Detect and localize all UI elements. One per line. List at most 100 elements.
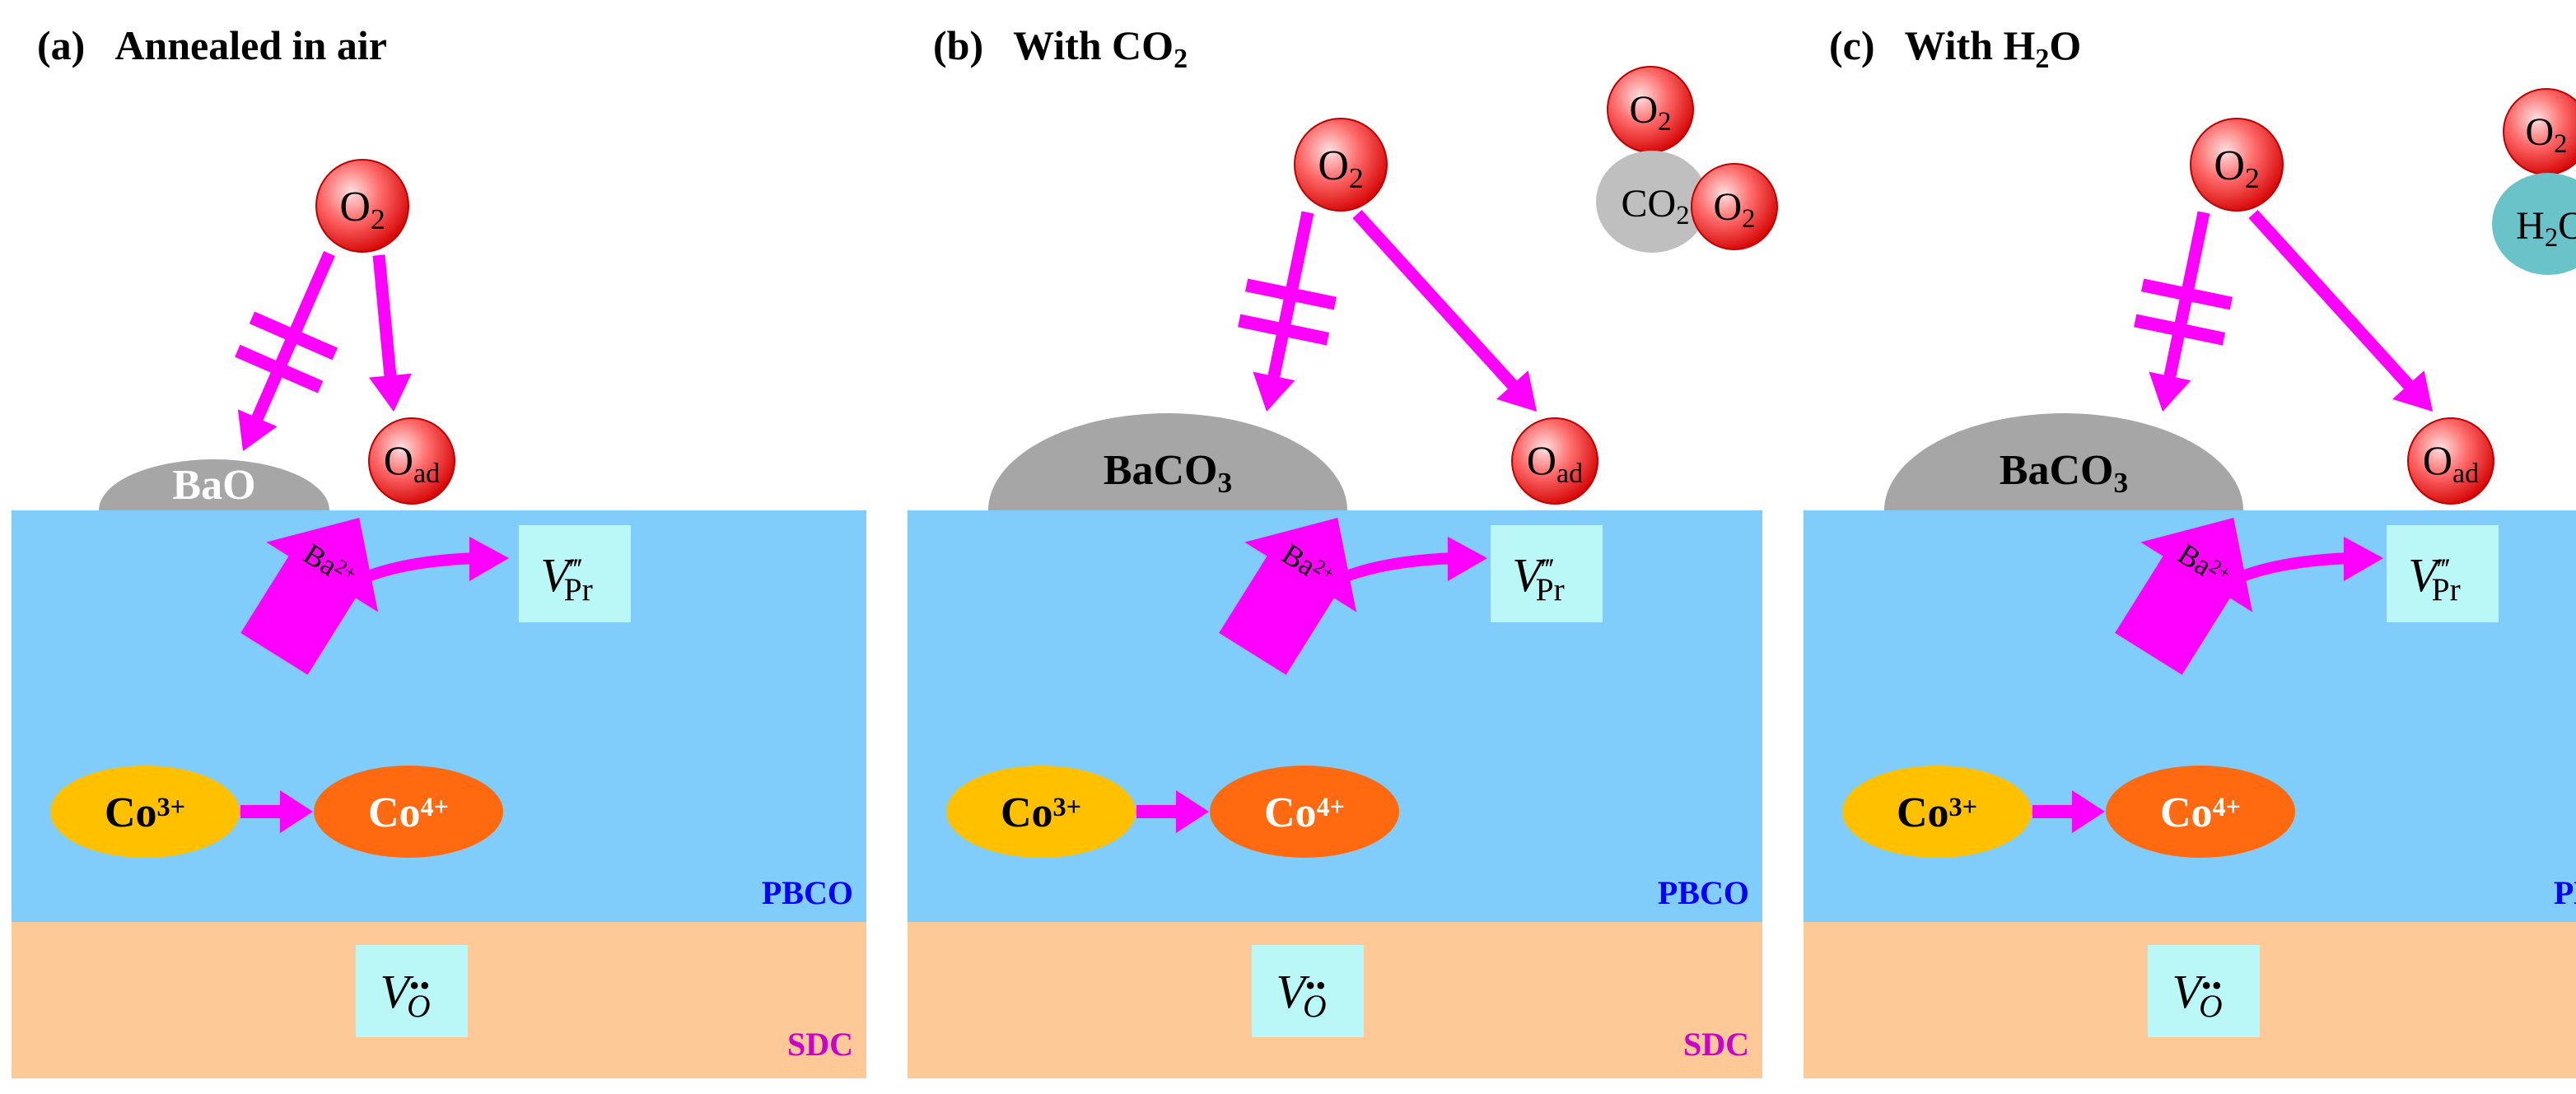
gas-cluster: O2O2H2O (2492, 88, 2576, 275)
vo-main: V (380, 965, 414, 1018)
vo-label: V••O (1276, 965, 1326, 1024)
cluster-o2-top-label: O2 (2526, 110, 2568, 159)
panel-b: (b)With CO2PBCOSDCBaCO3O2OadBa2+V‴PrCo3+… (908, 22, 1778, 1078)
gas-molecule-label: CO2 (1622, 182, 1690, 230)
vo-sub: O (1303, 988, 1326, 1024)
sdc-label: SDC (787, 1026, 853, 1063)
co4-ellipse (2106, 766, 2295, 858)
blocked-arrow (2149, 211, 2210, 412)
panel-title-text: With H (1905, 22, 2036, 68)
vpr-sup: ‴ (1542, 552, 1554, 585)
block-mark-1 (249, 311, 338, 361)
co4-label: Co4+ (368, 789, 449, 836)
vpr-main: V (2408, 548, 2443, 602)
ba-arrow (2115, 517, 2253, 675)
ba-arrow (240, 517, 379, 675)
co4-label: Co4+ (1264, 789, 1345, 836)
pbco-label: PBCO (1658, 874, 1749, 911)
vacancy-arrow-head (2344, 537, 2383, 581)
co-oxidation-arrow (1136, 790, 1209, 833)
vpr-box (2387, 525, 2499, 622)
co4-ellipse (1210, 766, 1399, 858)
o2-molecule (315, 159, 409, 253)
surface-deposit (1884, 413, 2243, 510)
block-mark-2 (1238, 314, 1330, 346)
vo-main: V (1276, 965, 1310, 1018)
vo-sup: •• (409, 969, 430, 1002)
vpr-box (519, 525, 631, 622)
cluster-o2-right-label: O2 (1714, 185, 1756, 234)
co3-ellipse (1842, 766, 2032, 858)
panel-c: (c)With H2OPBCOSDCBaCO3O2OadBa2+V‴PrCo3+… (1804, 22, 2576, 1078)
o2-molecule (2190, 118, 2284, 212)
panel-title-sub: 2 (1174, 44, 1188, 74)
o2-label: O2 (1318, 142, 1363, 194)
vpr-main: V (540, 548, 575, 602)
vo-box (2148, 945, 2260, 1037)
o2-molecule (1294, 118, 1388, 212)
vpr-sup: ‴ (570, 552, 582, 585)
pbco-label: PBCO (762, 874, 853, 911)
ba-segregation: Ba2+ (2115, 517, 2253, 675)
surface-deposit (99, 459, 329, 510)
panel-letter: (b) (933, 22, 983, 68)
block-mark-1 (1244, 278, 1337, 310)
vacancy-arrow-head (1448, 537, 1487, 581)
co3-ellipse (946, 766, 1136, 858)
deposit-sub: 3 (2114, 466, 2129, 499)
panel-letter: (c) (1829, 22, 1875, 68)
deposit-main: BaCO (1104, 447, 1218, 494)
vacancy-arrow-shaft (1295, 552, 1455, 613)
vacancy-arrow-shaft (2191, 552, 2351, 613)
vo-label: V••O (380, 965, 430, 1024)
block-mark-1 (2140, 278, 2233, 310)
o2-label: O2 (339, 184, 385, 235)
block-mark-2 (2134, 314, 2226, 346)
adsorb-arrow (1352, 209, 1537, 412)
deposit-label: BaCO3 (2000, 447, 2128, 499)
co-oxidation-arrow (240, 790, 313, 833)
co3-ellipse (50, 766, 240, 858)
surface-deposit (988, 413, 1347, 510)
oad-label: Oad (1527, 437, 1583, 489)
vpr-label: V‴Pr (2408, 548, 2460, 608)
vpr-label: V‴Pr (1512, 548, 1564, 608)
oad-molecule (1511, 417, 1598, 505)
vo-label: V••O (2172, 965, 2222, 1024)
deposit-main: BaO (172, 462, 255, 509)
oad-molecule (368, 417, 455, 505)
pbco-label: PBCO (2554, 874, 2576, 911)
deposit-main: BaCO (2000, 447, 2114, 494)
gas-molecule-co2 (1596, 151, 1708, 253)
deposit-label: BaCO3 (1104, 447, 1232, 499)
co4-label: Co4+ (2160, 789, 2241, 836)
blocked-arrow (1253, 211, 1314, 412)
panel-letter: (a) (37, 22, 85, 68)
panel-title: (c)With H2O (1829, 22, 2081, 74)
co-oxidation-arrow (2032, 790, 2105, 833)
adsorb-arrow (368, 254, 412, 412)
co4-ellipse (314, 766, 503, 858)
vo-sub: O (407, 988, 430, 1024)
vacancy-arrow-shaft (316, 552, 477, 613)
sdc-label: SDC (1683, 1026, 1749, 1063)
adsorb-arrow (2248, 209, 2433, 412)
ba-segregation: Ba2+ (240, 517, 379, 675)
vpr-main: V (1512, 548, 1547, 602)
oad-molecule (2407, 417, 2494, 505)
panel-title-sub: 2 (2035, 44, 2049, 74)
panel-title-text: Annealed in air (114, 22, 387, 68)
vo-box (356, 945, 468, 1037)
oad-label: Oad (2423, 437, 2479, 489)
vacancy-arrow-head (469, 537, 509, 581)
vpr-sub: Pr (2432, 571, 2461, 608)
gas-molecule-label: H2O (2516, 204, 2576, 253)
oad-label: Oad (384, 437, 440, 489)
co3-label: Co3+ (1001, 789, 1081, 836)
vo-sup: •• (2201, 969, 2222, 1002)
vpr-box (1491, 525, 1603, 622)
vpr-sup: ‴ (2438, 552, 2450, 585)
panel-a: (a)Annealed in airPBCOSDCBaOO2OadBa2+V‴P… (12, 22, 866, 1078)
cluster-o2-right (1691, 163, 1778, 250)
